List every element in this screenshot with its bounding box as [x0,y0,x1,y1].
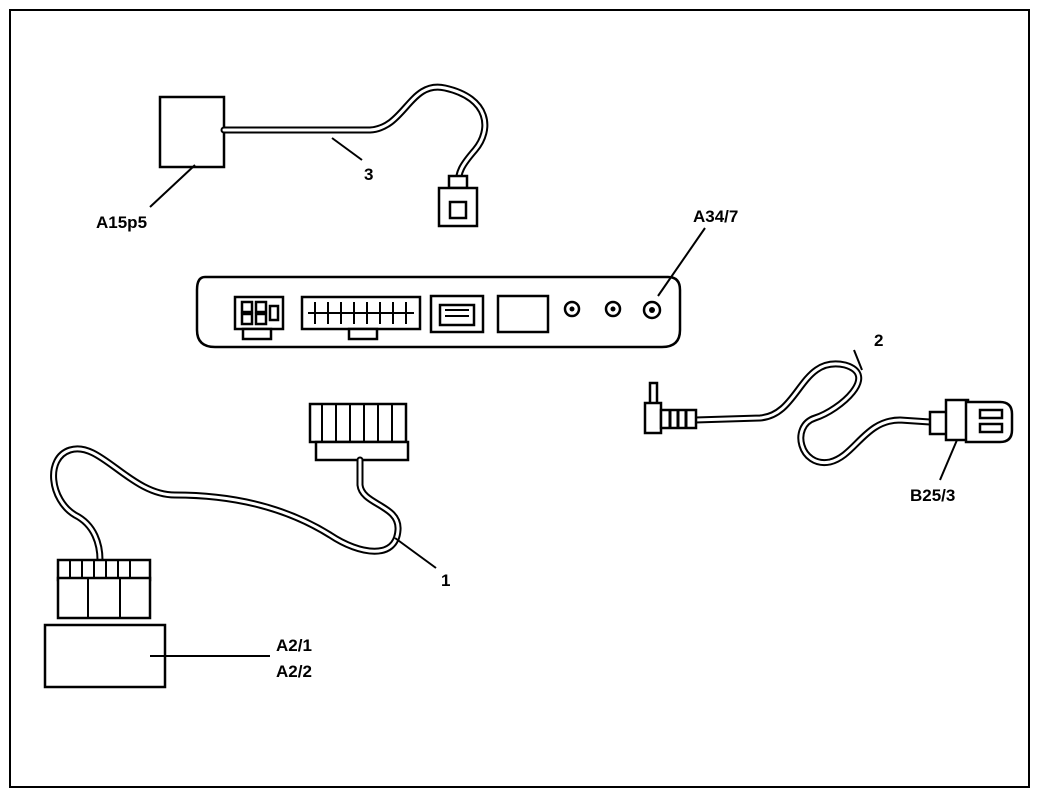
slot-port [496,294,550,334]
sensor-a15p5 [158,95,226,169]
connector-small [233,295,285,341]
connector-top-cable-1 [308,402,410,462]
label-a15p5: A15p5 [96,213,147,232]
leader-3 [331,137,363,161]
a15p5-housing [158,95,226,169]
cable-1 [50,445,402,564]
label-a34-7: A34/7 [693,207,738,226]
connector-bottom-cable-1 [56,558,152,620]
diagram-frame [9,9,1030,788]
leader-1 [394,537,437,569]
leader-a34-7 [657,227,706,297]
label-1: 1 [441,571,450,590]
unit-a2 [43,623,167,689]
label-b25-3: B25/3 [910,486,955,505]
cable-3 [220,83,489,189]
label-2: 2 [874,331,883,350]
cable-3-plug [437,186,479,228]
cable-2 [691,360,934,467]
network-jack [429,294,485,334]
leader-b25-3 [939,439,958,481]
label-a2-2: A2/2 [276,662,312,681]
jack-plug [643,381,698,435]
cable-3-connector [437,174,479,228]
control-unit-a34-7 [195,275,682,349]
connector-large [300,295,422,341]
speaker-connector-b25-3 [928,398,1014,444]
label-3: 3 [364,165,373,184]
b25-3-housing [964,400,1014,444]
leader-a15p5 [149,164,196,208]
cable-2-wire [691,360,934,467]
leader-2 [853,349,863,371]
cable-3-wire [220,83,489,189]
label-a2-1: A2/1 [276,636,312,655]
